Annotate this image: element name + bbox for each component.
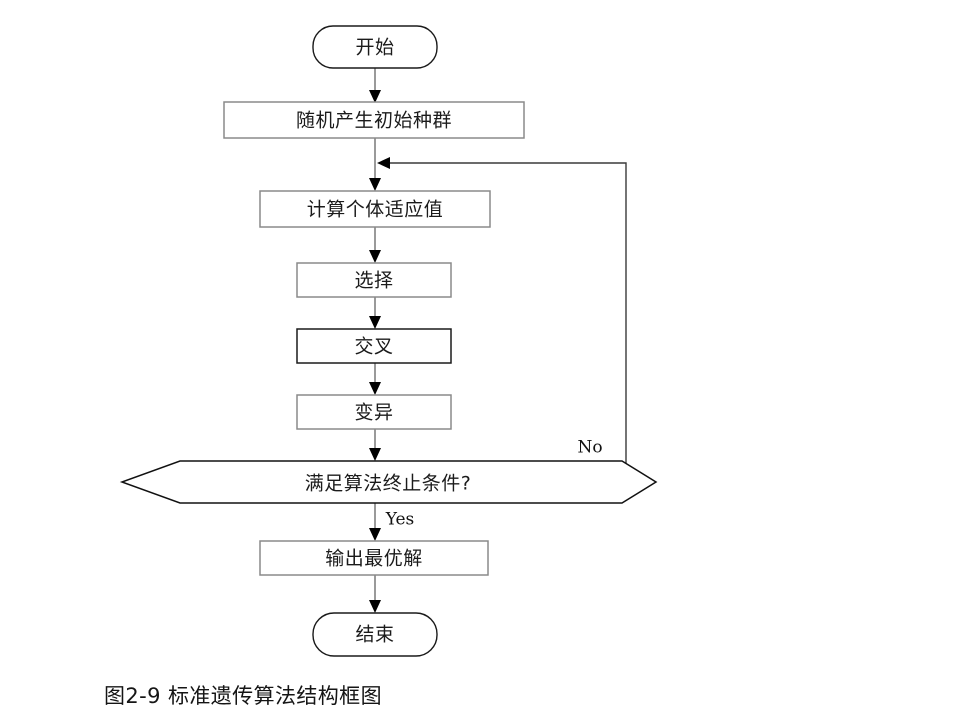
- node-start[interactable]: 开始: [312, 25, 438, 69]
- node-mutation-label: 变异: [354, 402, 393, 424]
- edge-label-no: No: [577, 438, 602, 458]
- edge-output-to-end: [369, 575, 381, 613]
- node-init-population[interactable]: 随机产生初始种群: [223, 101, 525, 139]
- edge-crossover-to-mutation: [369, 363, 381, 395]
- node-end[interactable]: 结束: [312, 612, 438, 657]
- node-output-best-solution[interactable]: 输出最优解: [259, 540, 489, 576]
- node-crossover-label: 交叉: [354, 336, 393, 358]
- node-mutation[interactable]: 变异: [296, 394, 452, 430]
- node-selection[interactable]: 选择: [296, 262, 452, 298]
- node-compute-fitness-label: 计算个体适应值: [307, 199, 444, 221]
- node-end-label: 结束: [355, 624, 394, 646]
- node-start-label: 开始: [355, 37, 394, 59]
- edge-init-to-fitness: [369, 137, 381, 191]
- edge-decision-no-feedback: [377, 157, 627, 482]
- edge-mutation-to-decision: [369, 428, 381, 461]
- edge-select-to-crossover: [369, 296, 381, 329]
- edge-label-yes: Yes: [385, 510, 415, 530]
- node-crossover[interactable]: 交叉: [296, 328, 452, 364]
- figure-caption: 图2-9 标准遗传算法结构框图: [104, 684, 382, 708]
- node-termination-decision-label: 满足算法终止条件?: [305, 473, 472, 495]
- edge-start-to-init: [369, 68, 381, 103]
- node-init-population-label: 随机产生初始种群: [296, 110, 452, 132]
- node-output-best-solution-label: 输出最优解: [325, 548, 423, 570]
- edge-decision-to-output: [369, 503, 381, 541]
- node-termination-decision[interactable]: 满足算法终止条件?: [119, 460, 658, 504]
- node-compute-fitness[interactable]: 计算个体适应值: [259, 190, 491, 228]
- node-selection-label: 选择: [354, 270, 393, 292]
- edge-fitness-to-select: [369, 226, 381, 263]
